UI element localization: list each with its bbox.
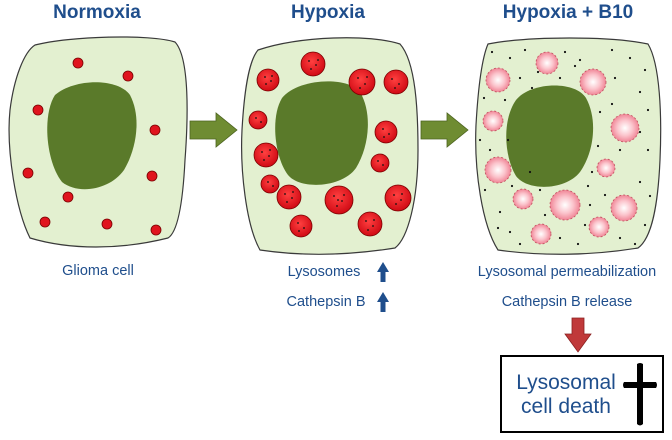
- lysosome-group: [22, 57, 162, 236]
- lysosome-large: [276, 184, 302, 210]
- nucleus: [506, 85, 594, 187]
- lysosome-large: [260, 174, 280, 194]
- lysosome-large: [370, 153, 390, 173]
- process-arrow: [420, 112, 469, 148]
- lysosome: [150, 224, 162, 236]
- label-lysosomes: Lysosomes: [287, 264, 361, 280]
- nucleus: [47, 82, 137, 190]
- leaky-lysosome: [535, 51, 559, 75]
- lysosome-large: [300, 51, 326, 77]
- lysosome-large: [383, 69, 409, 95]
- lysosome-large: [253, 142, 279, 168]
- outcome-text: Lysosomal cell death: [514, 371, 618, 419]
- outcome-box: Lysosomal cell death: [500, 355, 664, 433]
- lysosome: [39, 216, 51, 228]
- leaky-lysosome: [610, 113, 640, 143]
- leaky-lysosome: [530, 223, 552, 245]
- lysosome: [22, 167, 34, 179]
- lysosome: [122, 70, 134, 82]
- lysosome-large: [324, 185, 354, 215]
- cross-icon: [623, 363, 657, 426]
- process-arrow: [189, 112, 238, 148]
- lysosome-large: [384, 184, 412, 212]
- cell-hypoxia: [241, 37, 419, 255]
- lysosome: [146, 170, 158, 182]
- lysosome-large: [348, 68, 376, 96]
- lysosome-large: [256, 68, 280, 92]
- leaky-lysosome: [549, 189, 581, 221]
- lysosome: [149, 124, 161, 136]
- panel-title-normoxia: Normoxia: [53, 2, 141, 23]
- outcome-line-2: cell death: [521, 395, 611, 418]
- leaky-lysosome: [485, 67, 511, 93]
- lysosome: [32, 104, 44, 116]
- up-arrow-icon: [377, 292, 389, 312]
- cathepsin-particles: [478, 48, 652, 246]
- label-permeabilization: Lysosomal permeabilization: [477, 264, 657, 280]
- panel-title-hypoxia-b10: Hypoxia + B10: [502, 2, 634, 23]
- leaky-lysosome: [596, 158, 616, 178]
- lysosome-large: [374, 120, 398, 144]
- leaky-lysosome: [588, 216, 610, 238]
- large-lysosome-group: [248, 51, 412, 238]
- panel-title-hypoxia: Hypoxia: [291, 2, 365, 23]
- death-arrow: [564, 317, 592, 353]
- nucleus: [275, 81, 368, 185]
- cell-normoxia: [8, 36, 188, 248]
- outcome-line-1: Lysosomal: [516, 371, 616, 394]
- lysosome-large: [289, 214, 313, 238]
- label-cathepsin-release: Cathepsin B release: [501, 294, 633, 310]
- leaky-lysosome-group: [482, 51, 640, 245]
- lysosome-large: [248, 110, 268, 130]
- leaky-lysosome: [484, 156, 512, 184]
- cell-hypoxia-b10: [475, 37, 662, 255]
- lysosome-large: [357, 211, 383, 237]
- lysosome: [72, 57, 84, 69]
- leaky-lysosome: [512, 188, 534, 210]
- leaky-lysosome: [610, 194, 638, 222]
- label-glioma-cell: Glioma cell: [62, 263, 134, 279]
- leaky-lysosome: [579, 68, 607, 96]
- label-cathepsin-b: Cathepsin B: [286, 294, 366, 310]
- up-arrow-icon: [377, 262, 389, 282]
- lysosome: [101, 218, 113, 230]
- lysosome: [62, 191, 74, 203]
- leaky-lysosome: [482, 110, 504, 132]
